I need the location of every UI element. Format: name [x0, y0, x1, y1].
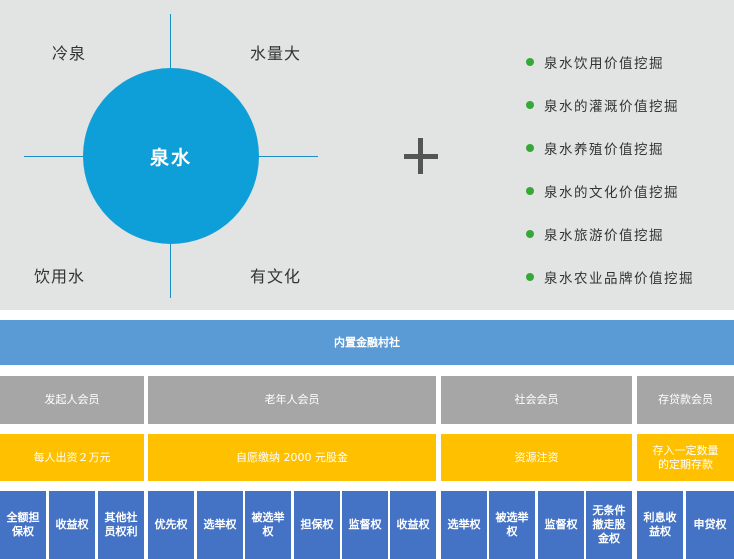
right-cell: 选举权: [197, 491, 243, 559]
value-item: 泉水旅游价值挖掘: [526, 224, 694, 267]
right-cell: 收益权: [49, 491, 95, 559]
group-founder: 发起人会员: [0, 376, 144, 424]
org-title: 内置金融村社: [0, 320, 734, 365]
quadrant-top-left: 冷泉: [52, 44, 87, 63]
bullet-dot-icon: [526, 273, 534, 281]
group-elderly: 老年人会员: [148, 376, 436, 424]
right-cell: 全额担保权: [0, 491, 46, 559]
value-item: 泉水的文化价值挖掘: [526, 181, 694, 224]
center-circle: 泉水: [83, 68, 259, 244]
right-cell: 被选举权: [245, 491, 291, 559]
right-cell: 监督权: [342, 491, 388, 559]
value-item: 泉水农业品牌价值挖掘: [526, 267, 694, 310]
condition-founder: 每人出资２万元: [0, 434, 144, 481]
value-item: 泉水的灌溉价值挖掘: [526, 95, 694, 138]
condition-social: 资源注资: [441, 434, 632, 481]
right-cell: 无条件撤走股金权: [586, 491, 632, 559]
value-list: 泉水饮用价值挖掘 泉水的灌溉价值挖掘 泉水养殖价值挖掘 泉水的文化价值挖掘 泉水…: [526, 52, 694, 310]
right-cell: 监督权: [538, 491, 584, 559]
group-social: 社会会员: [441, 376, 632, 424]
quadrant-bottom-right: 有文化: [250, 267, 302, 286]
right-cell: 收益权: [390, 491, 436, 559]
right-cell: 担保权: [294, 491, 340, 559]
bullet-dot-icon: [526, 101, 534, 109]
bullet-dot-icon: [526, 58, 534, 66]
right-cell: 被选举权: [489, 491, 535, 559]
plus-icon: [400, 126, 442, 186]
quadrant-bottom-left: 饮用水: [34, 267, 86, 286]
value-item: 泉水养殖价值挖掘: [526, 138, 694, 181]
center-label: 泉水: [149, 146, 192, 169]
condition-deposit: 存入一定数量的定期存款: [637, 434, 734, 481]
value-item: 泉水饮用价值挖掘: [526, 52, 694, 95]
right-cell: 其他社员权利: [98, 491, 144, 559]
group-deposit: 存贷款会员: [637, 376, 734, 424]
right-cell: 优先权: [148, 491, 194, 559]
right-cell: 选举权: [441, 491, 487, 559]
condition-elderly: 自愿缴纳 2000 元股金: [148, 434, 436, 481]
quadrant-top-right: 水量大: [250, 44, 302, 63]
right-cell: 利息收益权: [637, 491, 683, 559]
bullet-dot-icon: [526, 187, 534, 195]
bullet-dot-icon: [526, 144, 534, 152]
spring-water-diagram: 泉水 冷泉 水量大 饮用水 有文化 泉水饮用价值挖掘 泉水的灌溉价值挖掘 泉水养…: [0, 0, 734, 310]
bullet-dot-icon: [526, 230, 534, 238]
right-cell: 申贷权: [686, 491, 734, 559]
